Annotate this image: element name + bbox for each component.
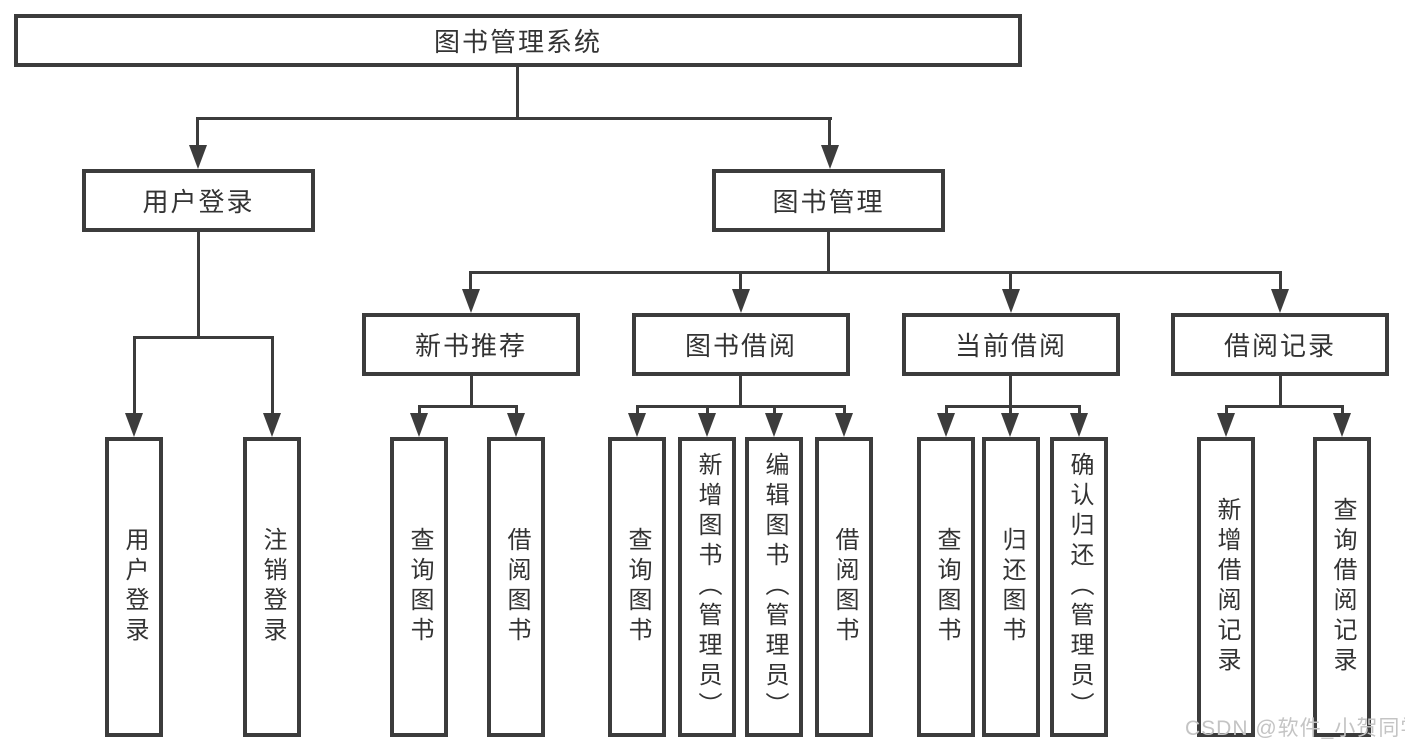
leaf-records-add-record: 新增借阅记录: [1197, 437, 1255, 737]
connector-arrow: [1271, 289, 1289, 313]
connector-borrow-split: [636, 405, 846, 408]
leaf-label: 新增图书（管理员）: [694, 452, 721, 722]
connector-user-login-stem: [197, 232, 200, 336]
connector-arrow: [410, 413, 428, 437]
connector-arrow: [1002, 289, 1020, 313]
leaf-recommend-search-book: 查询图书: [390, 437, 448, 737]
connector-records-stem: [1279, 376, 1282, 405]
node-new-book-recommend: 新书推荐: [362, 313, 580, 376]
connector-arrow: [1217, 413, 1235, 437]
node-library-management-system: 图书管理系统: [14, 14, 1022, 67]
leaf-label: 查询借阅记录: [1329, 497, 1356, 677]
csdn-watermark: CSDN @软件_小贺同学: [1185, 717, 1405, 740]
node-book-borrow: 图书借阅: [632, 313, 850, 376]
connector-shaft: [1078, 405, 1081, 415]
node-label: 新书推荐: [414, 331, 527, 361]
connector-shaft: [945, 405, 948, 415]
connector-root-split: [196, 117, 832, 120]
leaf-borrow-edit-book-admin: 编辑图书（管理员）: [745, 437, 803, 737]
node-label: 图书管理: [772, 187, 885, 217]
leaf-label: 确认归还（管理员）: [1066, 452, 1093, 722]
leaf-label: 查询图书: [624, 527, 651, 647]
connector-arrow: [698, 413, 716, 437]
connector-shaft: [133, 336, 136, 415]
connector-book-mgmt-stem: [827, 232, 830, 271]
leaf-logout: 注销登录: [243, 437, 301, 737]
connector-arrow: [462, 289, 480, 313]
node-label: 用户登录: [142, 187, 255, 217]
connector-shaft: [1341, 405, 1344, 415]
node-label: 借阅记录: [1223, 331, 1336, 361]
node-borrow-records: 借阅记录: [1171, 313, 1389, 376]
connector-shaft: [1009, 271, 1012, 291]
node-label: 图书借阅: [684, 331, 797, 361]
connector-arrow: [125, 413, 143, 437]
connector-root-stem: [516, 65, 519, 117]
connector-arrow: [189, 145, 207, 169]
connector-shaft: [271, 336, 274, 415]
connector-current-split: [945, 405, 1081, 408]
connector-borrow-stem: [739, 376, 742, 405]
connector-shaft: [196, 117, 199, 147]
leaf-label: 注销登录: [259, 527, 286, 647]
connector-shaft: [1225, 405, 1228, 415]
node-current-borrow: 当前借阅: [902, 313, 1120, 376]
connector-arrow: [628, 413, 646, 437]
leaf-label: 归还图书: [998, 527, 1025, 647]
leaf-label: 借阅图书: [503, 527, 530, 647]
connector-arrow: [821, 145, 839, 169]
leaf-recommend-borrow-book: 借阅图书: [487, 437, 545, 737]
connector-arrow: [765, 413, 783, 437]
connector-shaft: [469, 271, 472, 291]
leaf-borrow-search-book: 查询图书: [608, 437, 666, 737]
leaf-current-confirm-return-admin: 确认归还（管理员）: [1050, 437, 1108, 737]
connector-records-split: [1225, 405, 1344, 408]
leaf-label: 查询图书: [406, 527, 433, 647]
connector-book-mgmt-split: [469, 271, 1282, 274]
connector-shaft: [773, 405, 776, 415]
leaf-label: 新增借阅记录: [1213, 497, 1240, 677]
connector-arrow: [507, 413, 525, 437]
connector-shaft: [1279, 271, 1282, 291]
connector-arrow: [835, 413, 853, 437]
connector-arrow: [1333, 413, 1351, 437]
connector-user-login-split: [133, 336, 273, 339]
connector-shaft: [1009, 405, 1012, 415]
leaf-user-login: 用户登录: [105, 437, 163, 737]
connector-shaft: [739, 271, 742, 291]
leaf-current-search-book: 查询图书: [917, 437, 975, 737]
connector-arrow: [263, 413, 281, 437]
node-label: 当前借阅: [954, 331, 1067, 361]
connector-shaft: [843, 405, 846, 415]
leaf-label: 查询图书: [933, 527, 960, 647]
connector-arrow: [1001, 413, 1019, 437]
node-user-login: 用户登录: [82, 169, 315, 232]
leaf-current-return-book: 归还图书: [982, 437, 1040, 737]
leaf-borrow-borrow-book: 借阅图书: [815, 437, 873, 737]
connector-shaft: [515, 405, 518, 415]
connector-shaft: [636, 405, 639, 415]
connector-arrow: [937, 413, 955, 437]
leaf-label: 编辑图书（管理员）: [761, 452, 788, 722]
connector-recommend-split: [418, 405, 518, 408]
node-label: 图书管理系统: [433, 27, 602, 57]
leaf-records-search-record: 查询借阅记录: [1313, 437, 1371, 737]
node-book-management: 图书管理: [712, 169, 945, 232]
connector-shaft: [828, 117, 831, 147]
leaf-label: 借阅图书: [831, 527, 858, 647]
leaf-label: 用户登录: [121, 527, 148, 647]
connector-current-stem: [1009, 376, 1012, 405]
connector-shaft: [706, 405, 709, 415]
connector-arrow: [1070, 413, 1088, 437]
connector-recommend-stem: [470, 376, 473, 405]
leaf-borrow-add-book-admin: 新增图书（管理员）: [678, 437, 736, 737]
connector-arrow: [732, 289, 750, 313]
connector-shaft: [418, 405, 421, 415]
